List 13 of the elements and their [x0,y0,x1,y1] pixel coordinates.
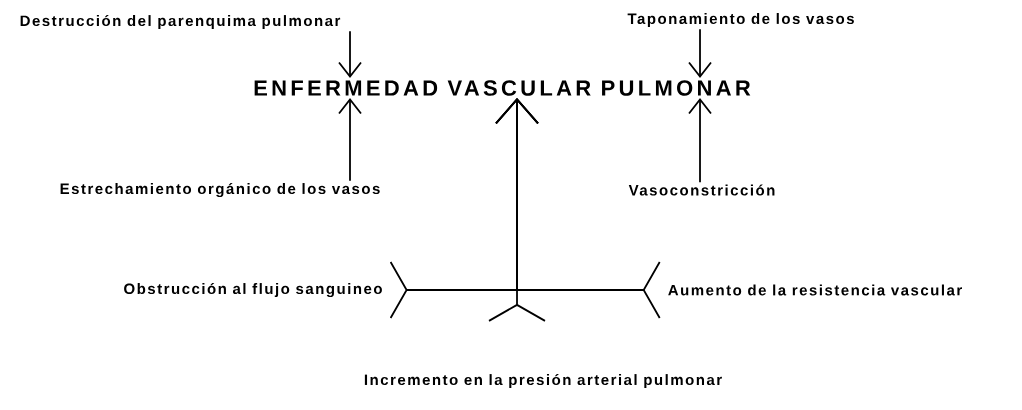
cause-text: Vasoconstricción [628,184,775,196]
arrow [338,30,362,78]
title-text: ENFERMEDAD VASCULAR PULMONAR [254,80,751,96]
cause-text: Destrucción del parenquima pulmonar [20,14,341,30]
arrow [488,98,546,322]
cause-text: Taponamiento de los vasos [627,13,854,27]
cause-text: Aumento de la resistencia vascular [668,284,962,296]
arrow [688,98,712,184]
arrow [688,28,712,78]
cause-text: Obstrucción al flujo sanguineo [124,282,382,298]
arrow [338,98,362,182]
cause-text: Incremento en la presión arterial pulmonar [364,373,722,389]
cause-text: Estrechamiento orgánico de los vasos [60,182,380,198]
